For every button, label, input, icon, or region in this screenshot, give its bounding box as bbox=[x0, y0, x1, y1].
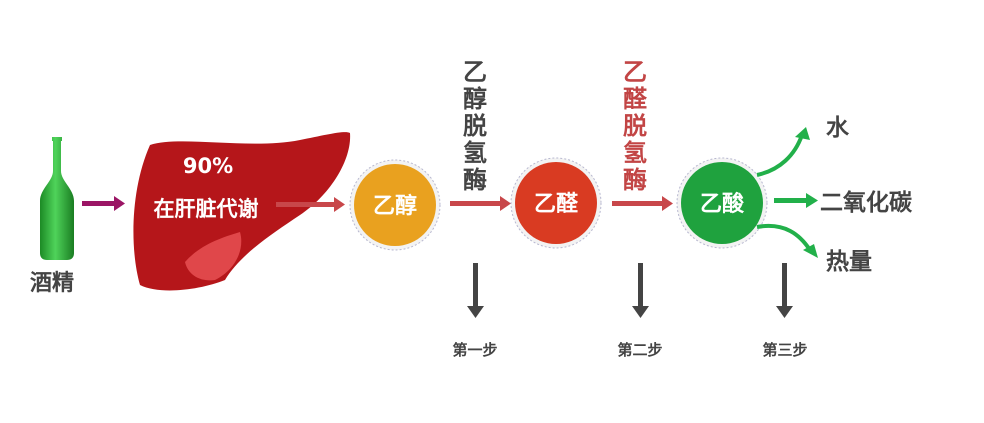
enzyme-char: 乙 bbox=[463, 58, 487, 86]
node-ethanol-label: 乙醇 bbox=[373, 193, 417, 219]
arrow-to-water bbox=[756, 127, 810, 177]
arrow-to-heat bbox=[756, 223, 818, 258]
liver-icon bbox=[133, 132, 351, 291]
product-heat: 热量 bbox=[826, 249, 872, 275]
arrow-acetaldehyde-to-acetic-acid bbox=[612, 196, 673, 211]
node-acetic-acid-label: 乙酸 bbox=[700, 192, 745, 217]
node-acetaldehyde-label: 乙醛 bbox=[534, 192, 579, 217]
step-label-1: 第一步 bbox=[452, 341, 497, 359]
liver-label: 在肝脏代谢 bbox=[154, 197, 259, 221]
step-arrow-3 bbox=[776, 263, 793, 318]
arrow-ethanol-to-acetaldehyde bbox=[450, 196, 511, 211]
step-arrow-2 bbox=[632, 263, 649, 318]
arrow-to-liver bbox=[82, 196, 125, 211]
enzyme-char: 醇 bbox=[463, 85, 487, 113]
enzyme-alcohol-dehydrogenase: 乙 醇 脱 氢 酶 bbox=[463, 58, 487, 194]
enzyme-char: 醛 bbox=[623, 85, 648, 113]
step-label-2: 第二步 bbox=[617, 341, 662, 359]
node-acetaldehyde: 乙醛 bbox=[510, 157, 602, 249]
product-co2: 二氧化碳 bbox=[820, 189, 913, 216]
product-water: 水 bbox=[826, 115, 850, 141]
enzyme-aldehyde-dehydrogenase: 乙 醛 脱 氢 酶 bbox=[623, 58, 648, 194]
beer-bottle-icon bbox=[40, 137, 74, 260]
enzyme-char: 氢 bbox=[623, 139, 647, 167]
step-arrow-1 bbox=[467, 263, 484, 318]
enzyme-char: 脱 bbox=[463, 112, 487, 140]
step-label-3: 第三步 bbox=[762, 341, 807, 359]
node-ethanol: 乙醇 bbox=[349, 159, 441, 251]
arrow-liver-to-ethanol bbox=[276, 197, 345, 212]
enzyme-char: 脱 bbox=[623, 112, 647, 140]
enzyme-char: 氢 bbox=[463, 139, 487, 167]
enzyme-char: 酶 bbox=[623, 166, 647, 194]
source-label: 酒精 bbox=[30, 270, 74, 296]
arrow-to-co2 bbox=[774, 193, 818, 208]
liver-percent: 90% bbox=[183, 154, 233, 178]
node-acetic-acid: 乙酸 bbox=[676, 157, 768, 249]
enzyme-char: 乙 bbox=[623, 58, 647, 86]
enzyme-char: 酶 bbox=[463, 166, 487, 194]
